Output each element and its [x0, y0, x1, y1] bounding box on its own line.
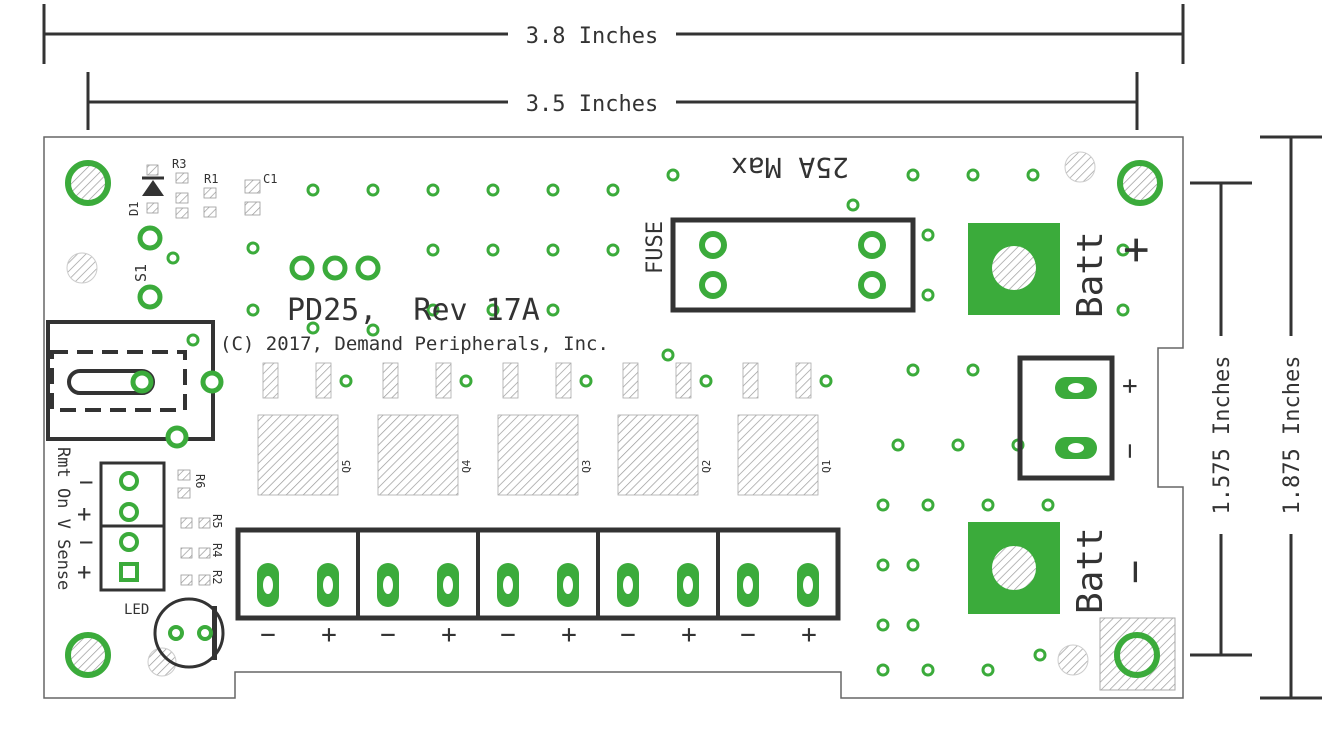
led-label: LED [124, 602, 149, 618]
power-jack [46, 320, 224, 449]
mosfet-q4: Q4 [377, 362, 473, 496]
resistor-r6-label: R6 [193, 474, 207, 488]
dimension-height-outer-label: 1.875 Inches [1280, 356, 1305, 515]
resistor-r5: R5 [180, 514, 224, 528]
output-4-minus: − [620, 620, 636, 650]
board-title: PD25, Rev 17A [287, 293, 540, 328]
resistor-r1: R1 [203, 172, 218, 218]
dimension-width-inner: 3.5 Inches [86, 72, 1139, 130]
resistor-r4: R4 [180, 543, 224, 559]
resistor-r5-label: R5 [210, 514, 224, 528]
sense-connector: Rmt On V Sense − + − + [53, 447, 166, 592]
output-2-minus: − [380, 620, 396, 650]
header-3pin [289, 255, 381, 281]
led: LED [124, 597, 225, 669]
mosfet-q2: Q2 [617, 362, 713, 496]
batt-negative-sign: − [1112, 560, 1158, 584]
dimension-width-outer-label: 3.8 Inches [526, 24, 658, 49]
vias [166, 168, 1130, 677]
resistor-r2-label: R2 [210, 570, 224, 584]
switch-s1-label: S1 [132, 264, 150, 282]
board-outline [43, 136, 1184, 699]
output-pads [257, 563, 819, 607]
mosfet-q1-label: Q1 [820, 460, 833, 473]
output-polarity-labels: − + − + − + − + − + [260, 620, 817, 650]
capacitor-c1: C1 [244, 172, 277, 216]
dimension-height-inner-label: 1.575 Inches [1210, 356, 1235, 515]
output-3-plus: + [561, 620, 577, 650]
capacitor-c1-label: C1 [263, 172, 277, 186]
mosfet-q5-label: Q5 [340, 460, 353, 473]
resistor-r6: R6 [177, 469, 207, 499]
dimension-height-inner: 1.575 Inches [1190, 181, 1252, 657]
board-copyright: (C) 2017, Demand Peripherals, Inc. [220, 333, 609, 355]
dimension-height-outer: 1.875 Inches [1260, 135, 1322, 700]
batt-positive-terminal: Batt + [968, 223, 1161, 318]
batt-positive-sign: + [1110, 237, 1161, 264]
fuse-label: FUSE [643, 221, 668, 274]
mounting-holes [65, 151, 1176, 691]
resistor-r1-label: R1 [204, 172, 218, 186]
sense-plus: + [77, 558, 91, 586]
output-pad-holes [263, 576, 813, 594]
output-2-plus: + [441, 620, 457, 650]
fuse-holder: FUSE 25A Max [643, 151, 916, 313]
rmt-minus: − [79, 468, 93, 496]
fuse-rating: 25A Max [731, 151, 849, 184]
resistor-r4-label: R4 [210, 543, 224, 557]
mosfet-q3-label: Q3 [580, 460, 593, 473]
batt-positive-label: Batt [1070, 231, 1111, 318]
sense-connector-label: Rmt On V Sense [53, 447, 73, 590]
mosfet-q2-label: Q2 [700, 460, 713, 473]
resistor-r3: R3 [172, 157, 189, 219]
diode-d1-label: D1 [127, 202, 141, 216]
batt-negative-terminal: Batt − [968, 522, 1158, 614]
rmt-plus: + [77, 500, 91, 528]
mosfet-q3: Q3 [497, 362, 593, 496]
output-4-plus: + [681, 620, 697, 650]
resistor-r3-label: R3 [172, 157, 186, 171]
mosfet-q4-label: Q4 [460, 459, 473, 473]
diode-d1: D1 [127, 164, 164, 216]
output-1-plus: + [321, 620, 337, 650]
dimension-width-outer: 3.8 Inches [42, 4, 1185, 64]
output-1-minus: − [260, 620, 276, 650]
switch-s1: S1 [132, 225, 163, 310]
output-5-minus: − [740, 620, 756, 650]
output-connector-block [235, 527, 841, 621]
batt-negative-label: Batt [1070, 527, 1111, 614]
aux-connector: + − [1017, 355, 1145, 481]
output-3-minus: − [500, 620, 516, 650]
mosfet-q1: Q1 [737, 362, 833, 496]
dimension-width-inner-label: 3.5 Inches [526, 92, 658, 117]
resistor-r2: R2 [180, 570, 224, 586]
sense-minus: − [79, 528, 93, 556]
output-5-plus: + [801, 620, 817, 650]
aux-minus: − [1115, 443, 1145, 459]
aux-plus: + [1115, 378, 1145, 394]
mosfet-q5: Q5 [257, 362, 353, 496]
